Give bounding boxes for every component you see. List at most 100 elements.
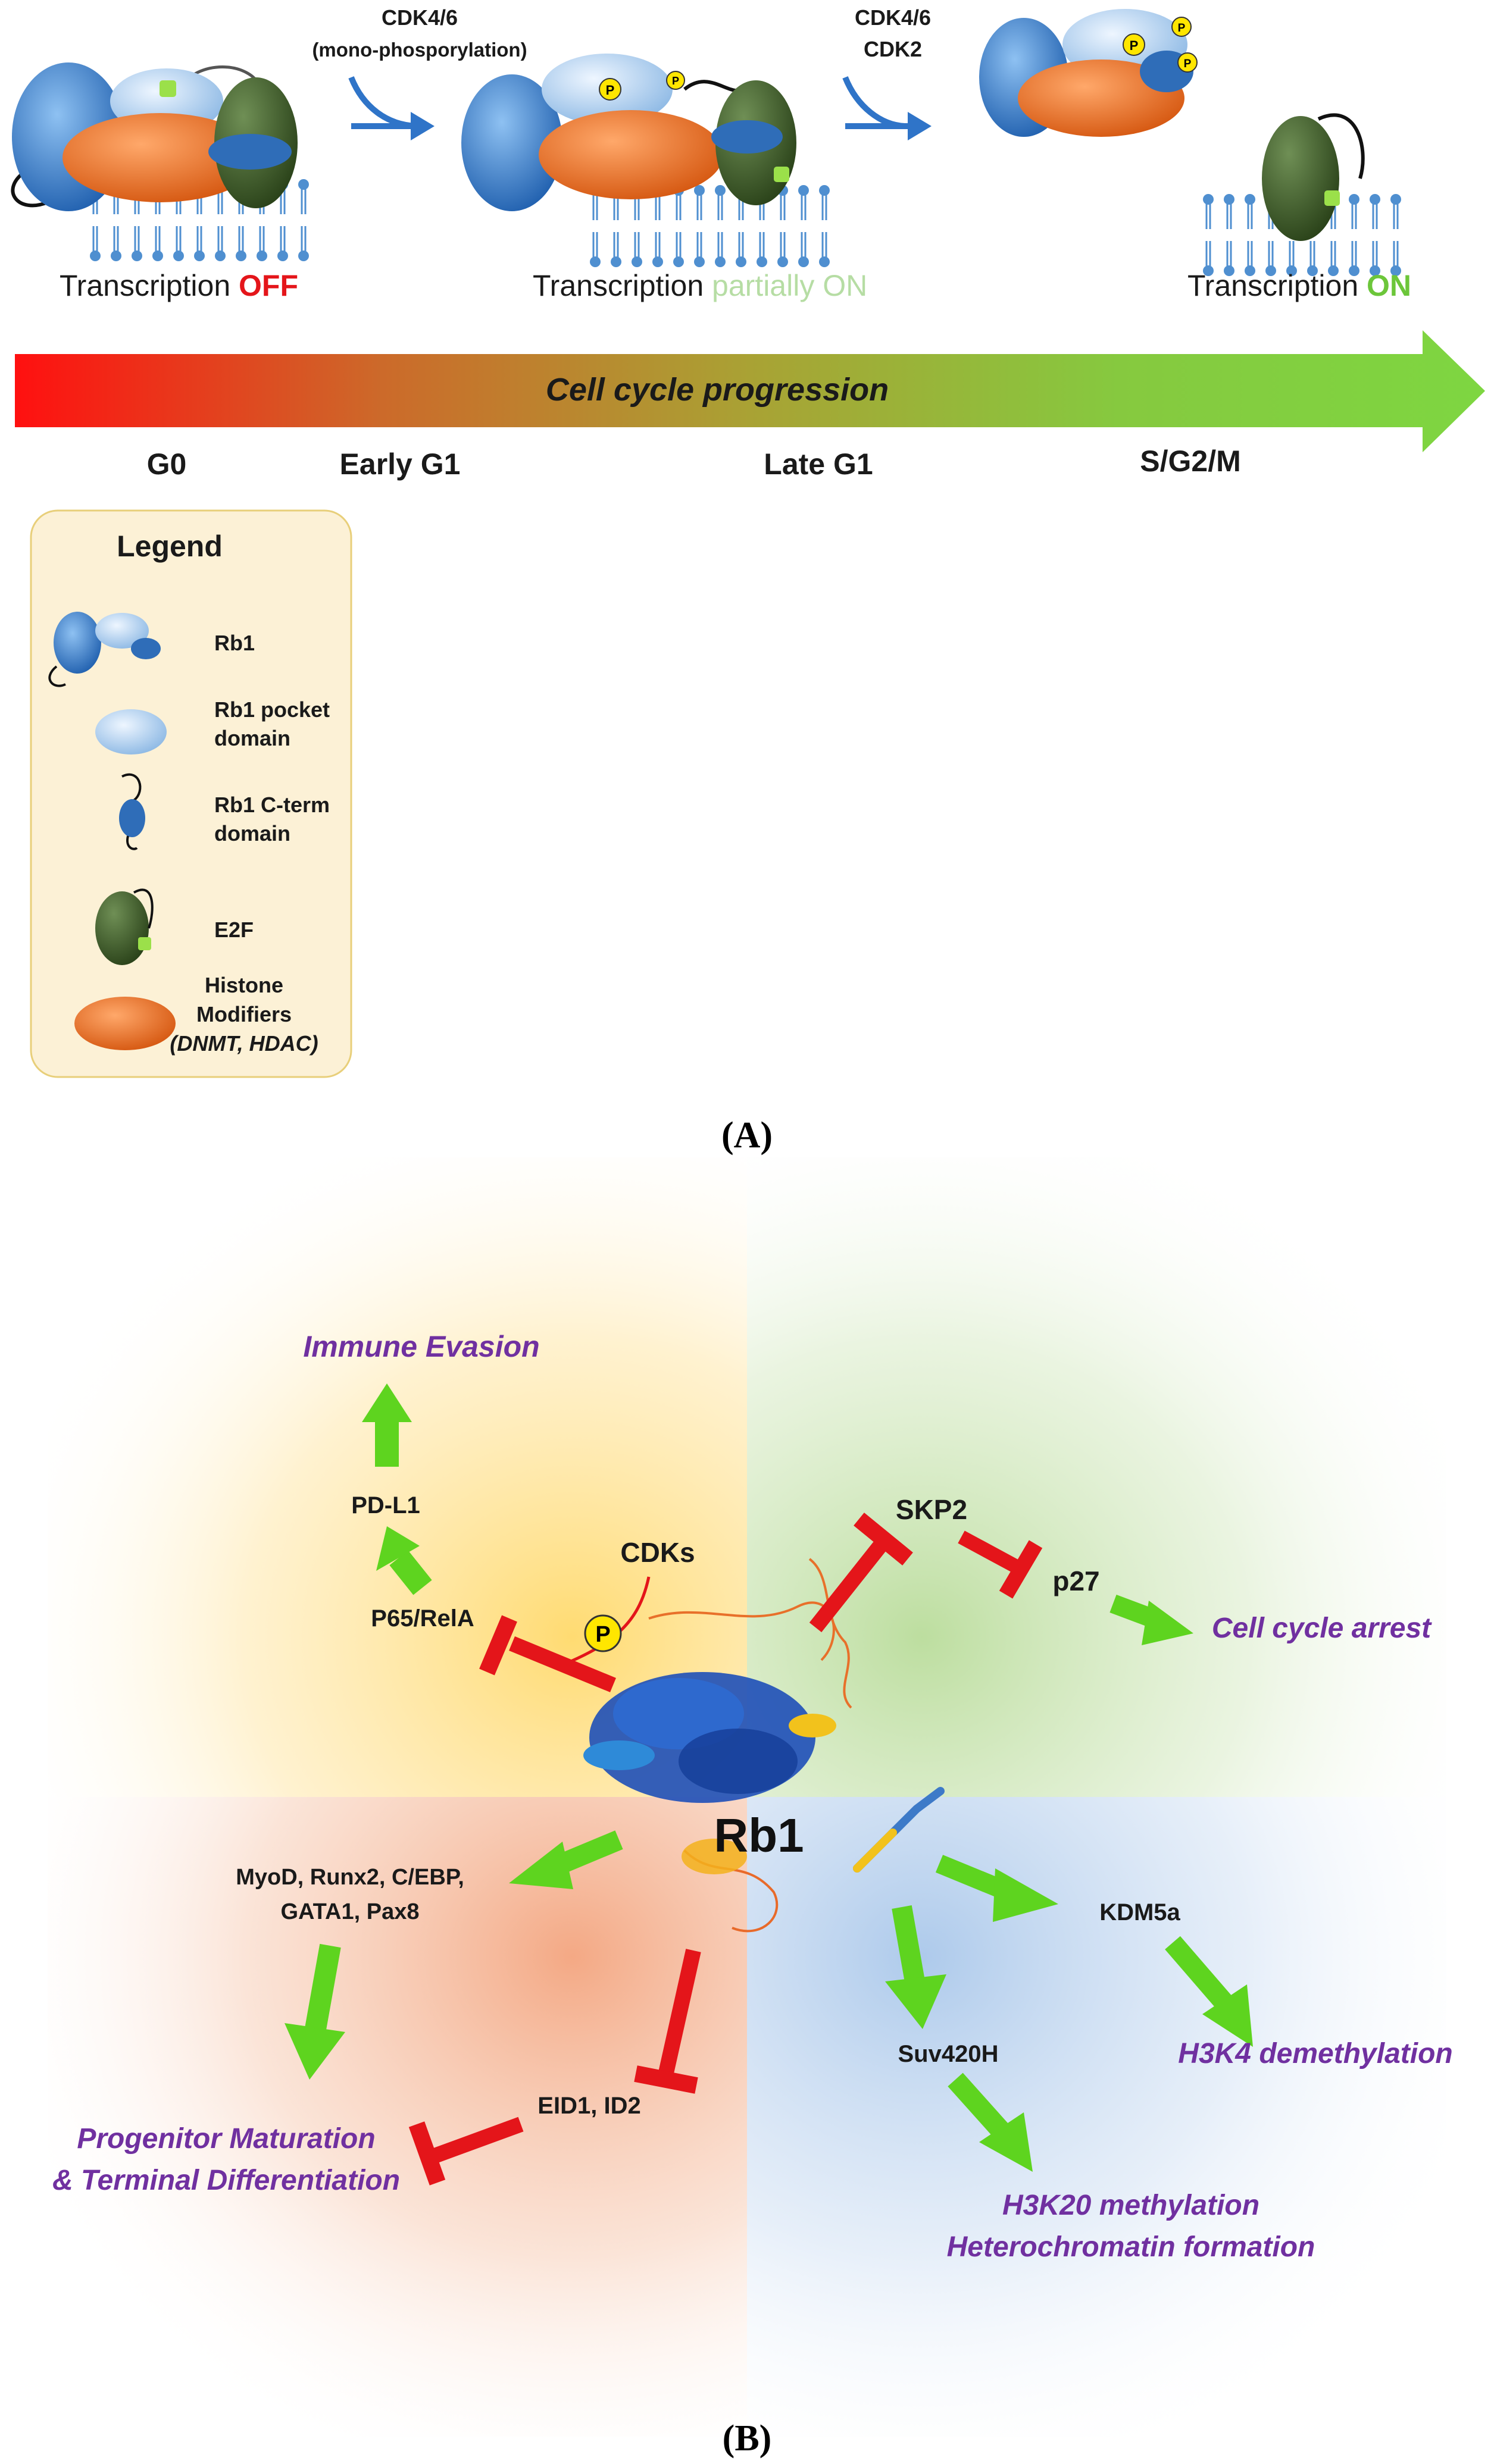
transcription-partial-status: partially ON: [712, 269, 867, 302]
legend-label-histone-2: Modifiers: [196, 1002, 292, 1026]
legend-label-histone-1: Histone: [205, 973, 283, 997]
inhibition-bar: [408, 2121, 446, 2186]
rb1-cterm-icon: [119, 799, 145, 837]
phospho-circle: [1171, 17, 1192, 37]
cdk-connector: [559, 1576, 651, 1668]
inhibition-bar: [854, 1513, 913, 1566]
inhibition-shaft: [809, 1536, 890, 1633]
p27-label: p27: [1052, 1566, 1099, 1596]
legend-label-pocket-2: domain: [214, 726, 290, 750]
transcription-partial-label: Transcription partially ON: [533, 269, 867, 302]
phospho-circle: [1177, 52, 1198, 73]
skp2-label: SKP2: [896, 1494, 967, 1525]
panel-b-label: (B): [723, 2418, 772, 2459]
inhibition-arrow-rb1-eid1: [634, 1949, 701, 2094]
legend-item-pocket: Rb1 pocket domain: [95, 697, 330, 754]
rb1-pocket-icon: [95, 613, 149, 649]
step2-curve: [842, 76, 905, 129]
histone-modifier-icon: [74, 997, 176, 1050]
arrow-head: [1202, 1984, 1253, 2047]
arrow-head: [1142, 1601, 1193, 1645]
rb1-c-term-helix: [853, 1829, 897, 1873]
phospho-label: P: [595, 1622, 610, 1647]
legend-label-histone-3: (DNMT, HDAC): [170, 1031, 318, 1056]
rb1-core-domain: [613, 1678, 744, 1749]
progression-label: Cell cycle progression: [546, 372, 889, 408]
complex-transcription-partial: P P: [461, 54, 830, 268]
kdm5a-label: KDM5a: [1099, 1899, 1180, 1926]
transcription-prefix: Transcription: [1187, 269, 1367, 302]
legend-title: Legend: [117, 530, 223, 563]
legend-label-cterm-1: Rb1 C-term: [214, 793, 330, 817]
step1-head: [411, 112, 435, 140]
rb1-released: P P P: [979, 9, 1198, 137]
rb1-pocket-icon: [95, 709, 167, 754]
linker-strand: [133, 888, 154, 929]
transcription-prefix: Transcription: [60, 269, 239, 302]
e2f-peptide: [1324, 190, 1340, 206]
progenitor-label-line1: Progenitor Maturation: [77, 2123, 375, 2155]
legend-label-rb1: Rb1: [214, 631, 255, 655]
phase-s-g2-m: S/G2/M: [1140, 444, 1240, 478]
transcription-off-label: Transcription OFF: [60, 269, 298, 302]
arrow-shaft: [305, 1943, 341, 2031]
rb1-helix: [682, 1839, 747, 1874]
phospho-label: P: [672, 75, 679, 87]
phospho-label: P: [606, 83, 615, 98]
arrow-head: [285, 2023, 345, 2080]
e2f-blob: [1262, 116, 1339, 241]
phospho-circle: [1123, 33, 1145, 56]
activation-arrow-myod-progenitor: [285, 1943, 345, 2080]
inhibition-shaft: [658, 1949, 701, 2077]
arrow-head: [509, 1842, 573, 1889]
inhibition-arrow-rb1-skp2: [809, 1513, 913, 1633]
inhibition-shaft: [958, 1530, 1024, 1576]
phase-g0: G0: [147, 447, 187, 481]
legend-item-cterm: Rb1 C-term domain: [119, 773, 330, 850]
legend-label-cterm-2: domain: [214, 821, 290, 846]
activation-arrow-rb1-myod: [509, 1830, 623, 1889]
progenitor-label-line2: & Terminal Differentiation: [52, 2165, 400, 2196]
progression-gradient-bar: [15, 330, 1485, 452]
quadrant-top-right-bg: [747, 1157, 1446, 1797]
activation-arrow-rb1-kdm5a: [935, 1855, 1058, 1922]
cdks-label: CDKs: [620, 1537, 695, 1568]
phase-late-g1: Late G1: [764, 447, 873, 481]
phospho-label: P: [1184, 58, 1192, 70]
arrow-shaft: [948, 2072, 1014, 2143]
quadrant-bottom-left-bg: [48, 1797, 747, 2437]
phospho-label: P: [1178, 22, 1186, 35]
rb1-helix: [583, 1740, 655, 1770]
legend-item-e2f: E2F: [95, 888, 254, 965]
inhibition-shaft: [509, 1636, 616, 1693]
activation-arrow-rb1-suv420h: [885, 1905, 946, 2029]
arrow-shaft: [1165, 1936, 1237, 2015]
immune-evasion-label: Immune Evasion: [303, 1330, 539, 1363]
linker-strand: [48, 665, 66, 687]
histone-modifier-blob: [62, 113, 259, 202]
phospho-group: P P: [599, 71, 685, 101]
myod-label-line2: GATA1, Pax8: [280, 1899, 419, 1924]
inhibition-shaft: [429, 2117, 524, 2165]
e2f-peptide-icon: [138, 937, 151, 950]
histone-modifier-blob: [539, 110, 723, 199]
transcription-on-status: ON: [1367, 269, 1411, 302]
complex-transcription-off: [11, 62, 310, 262]
arrow-head: [885, 1974, 946, 2029]
step2-label: CDK4/6: [855, 5, 931, 30]
suv420h-label: Suv420H: [898, 2041, 999, 2067]
arrow-shaft: [892, 1905, 925, 1983]
activation-arrow-suv420h-h3k20: [948, 2072, 1033, 2172]
activation-arrow-p27-arrest: [1109, 1595, 1193, 1645]
step-arrow-2: CDK4/6 CDK2: [842, 5, 932, 140]
step-arrow-1: CDK4/6 (mono-phosporylation): [312, 5, 527, 140]
legend-label-e2f: E2F: [214, 918, 254, 942]
pdl1-label: PD-L1: [351, 1492, 420, 1519]
activation-arrow-p65-pdl1: [376, 1526, 432, 1595]
linker-strand: [11, 171, 49, 208]
p65-label: P65/RelA: [371, 1605, 474, 1632]
linker-strand: [1317, 113, 1365, 179]
legend-item-rb1: Rb1: [48, 612, 255, 687]
transcription-on-label: Transcription ON: [1187, 269, 1411, 302]
